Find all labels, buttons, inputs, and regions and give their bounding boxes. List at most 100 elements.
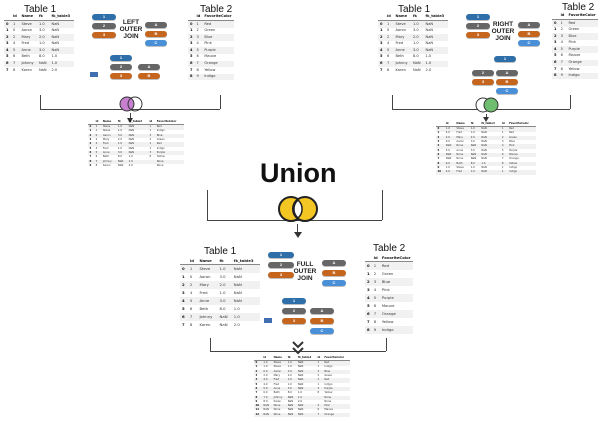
table-cell: Indigo [324,382,333,386]
table-cell [147,159,156,164]
table-cell: NaN [263,408,269,412]
index-header [4,14,12,21]
table-cell: 7 [501,157,504,161]
table-cell: Johnny [393,60,411,68]
table-cell: NaN [286,404,297,409]
table-cell: 2.0 [425,67,432,72]
table-cell: 1.0 [469,170,480,175]
table-cell: 8 [149,155,152,159]
row-index: 8 [365,326,372,334]
table-cell: 2 [500,136,508,141]
full-bracket-bottom [210,351,386,352]
left-pill-3b: 3 [110,73,132,79]
table-cell: 3 [316,370,323,375]
union-bracket-left [207,190,208,220]
table-cell: 1.0 [116,124,128,130]
table-cell: 1 [316,360,323,366]
table-cell: 4 [500,144,508,149]
table-cell: 4.0 [444,170,455,175]
index-header [188,14,195,21]
table-cell: Mauve [381,303,395,309]
table-cell: 0.0 [261,370,273,375]
table-cell: 8 [373,319,377,325]
table-cell: NaN [444,153,455,158]
table-cell: NaN [36,60,50,68]
table-cell: 7 [385,60,394,68]
table-cell: Mauve [507,153,536,158]
table-cell: Aaron [272,370,287,375]
table-cell: Red [202,20,234,28]
table-cell: 1.0 [412,41,419,46]
table-cell: Mary [454,136,470,141]
row-index: 3 [367,287,370,293]
table-cell: 8.0 [287,391,292,395]
table-cell: Yellow [156,155,165,159]
table-cell: Fred [456,131,462,135]
table-cell: 3 [147,151,156,156]
row-index: 5 [255,382,258,386]
table-cell: 3 [194,34,203,41]
table-cell: Red [507,126,536,132]
row-index: 6 [180,313,188,321]
table-cell: 3.0 [116,151,128,156]
column-header: id [316,356,323,362]
table-cell: Aaron [199,274,211,280]
full-join-label: FULL OUTER JOIN [288,261,322,282]
table-cell: NaN [127,124,148,130]
row-index: 0 [254,360,262,366]
table-cell: 3 [558,33,567,40]
table-cell: Johnny [197,313,218,321]
row-index: 1 [367,271,370,277]
table-cell: 5 [94,151,102,156]
table-cell: Purple [509,148,518,152]
row-index: 7 [89,155,92,159]
table-cell: 2.0 [444,136,455,141]
table-cell: NaN [469,144,480,149]
row-index: 7 [182,322,185,328]
right-bracket-left [392,95,393,109]
table-cell: Beth [454,162,470,166]
table-cell: Pink [568,40,576,45]
left-arrow-line [130,113,131,119]
row-index: 6 [552,59,559,67]
table-cell: 4 [196,41,199,46]
union-arrow-down-icon [294,232,302,238]
table-cell: 4 [95,146,98,150]
table-cell: 6 [95,155,98,159]
table-cell: Mary [19,34,37,41]
table-cell: 1.0 [116,142,128,147]
full-table1-title: Table 1 [204,246,237,257]
table-cell: 1 [385,20,394,28]
column-header: fk [217,257,232,265]
table-cell: Purple [155,151,184,156]
table-cell: NaN [297,374,304,378]
right-pill-c: C [518,40,540,46]
table-cell: None [456,157,464,161]
full-bracket-right [386,338,387,351]
left-pill-ab: A [138,64,160,70]
table-cell: 1 [94,124,102,130]
table-cell: Beth [21,54,30,59]
row-index: 8 [88,160,95,164]
table-cell: 1 [149,146,152,150]
table-cell: 2 [11,34,20,41]
table-cell: 1 [500,170,508,175]
table-cell: 2 [196,28,199,33]
table-cell: 3 [147,134,156,139]
table-cell: 0 [94,134,102,139]
table-cell: 2.0 [128,163,133,167]
table-cell: NaN [423,47,448,54]
table-cell: Anne [19,47,37,54]
row-index: 9 [437,165,440,169]
